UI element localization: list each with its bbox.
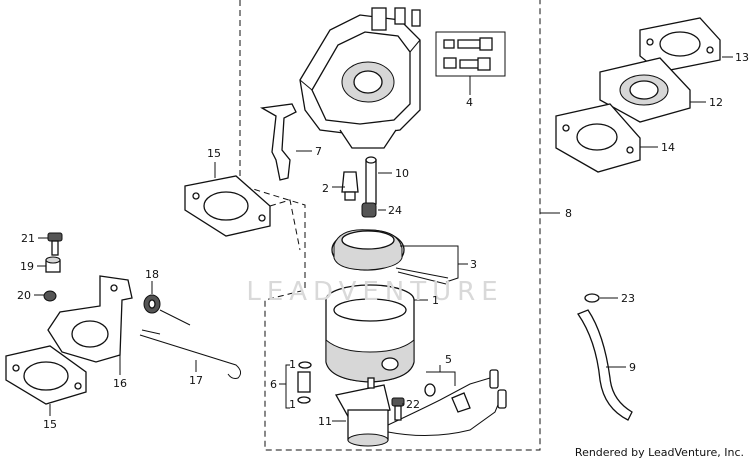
callout-20: 20 [17,289,31,302]
choke-rod-17 [139,329,242,379]
callout-15-upper: 15 [207,147,221,160]
gasket-15-lower [5,345,87,405]
drain-screw [297,361,312,404]
callout-7: 7 [315,145,322,158]
nut-20 [43,290,57,302]
callout-21: 21 [21,232,35,245]
callout-9: 9 [629,361,636,374]
float [331,229,449,285]
choke-rod-link [159,309,191,326]
screw-21 [47,232,63,256]
tube-clip [584,293,600,303]
callout-13: 13 [735,51,749,64]
callout-18: 18 [145,268,159,281]
callout-1-bowl: 1 [432,294,439,307]
callout-4: 4 [466,96,473,109]
fuel-tube [577,309,633,421]
callout-2: 2 [322,182,329,195]
callout-8: 8 [565,207,572,220]
callout-16: 16 [113,377,127,390]
callout-17: 17 [189,374,203,387]
bracket-16 [47,275,133,363]
slow-jet [361,202,377,218]
callout-1-lower: 1 [289,398,296,411]
emulsion-tube [365,156,377,205]
drain-bracket [285,364,290,409]
watermark: LEADVENTURE [246,277,503,307]
gasket-15-upper [184,175,271,237]
pilot-screw-set [435,31,506,95]
callout-24: 24 [388,204,402,217]
callout-11: 11 [318,415,332,428]
callout-23: 23 [621,292,635,305]
fuel-cut-solenoid [334,369,507,447]
credit-text: Rendered by LeadVenture, Inc. [575,446,744,459]
main-jet [341,171,359,201]
callout-10: 10 [395,167,409,180]
choke-lever [260,103,312,181]
callout-12: 12 [709,96,723,109]
callout-14: 14 [661,141,675,154]
float-leader [400,245,459,283]
carburetor-body [299,7,421,149]
screw-washer [424,371,471,413]
callout-5: 5 [445,353,452,366]
callout-19: 19 [20,260,34,273]
gasket-14 [555,103,641,173]
gasket-15-upper-dash [269,199,301,251]
screw-22 [391,397,405,421]
callout-3: 3 [470,258,477,271]
callout-15-lower: 15 [43,418,57,431]
insulator-12 [599,57,691,123]
grommet-18 [143,294,161,314]
callout-6: 6 [270,378,277,391]
callout-22: 22 [406,398,420,411]
collar-19 [45,256,61,273]
float-bowl [325,284,415,383]
callout-1-upper: 1 [289,358,296,371]
